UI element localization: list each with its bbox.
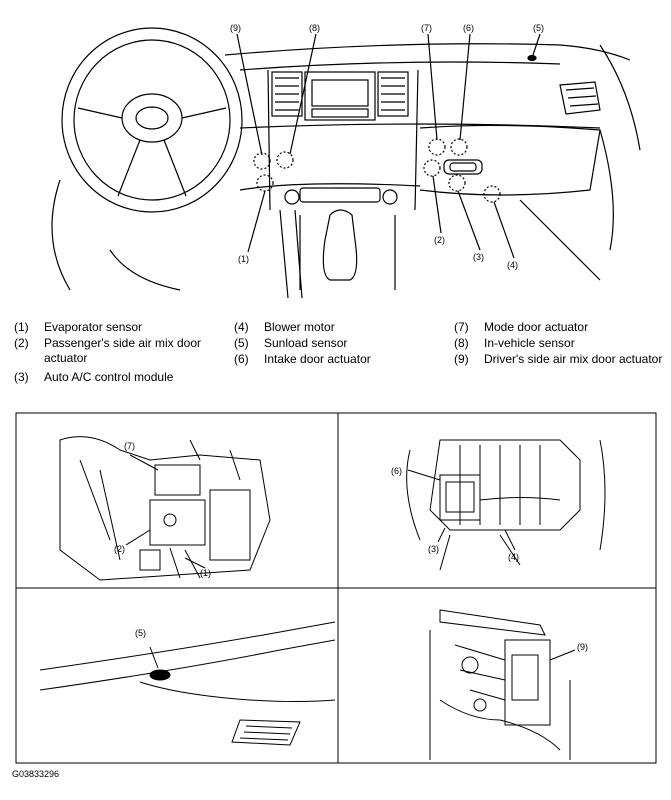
figure-id: G03833296 [12,769,60,779]
callout-9: (9) [230,23,241,33]
panel-tl-callout-7: (7) [124,441,135,451]
panel-br-callout-9: (9) [577,642,588,652]
callout-6: (6) [463,23,474,33]
dashboard-linework [51,27,641,299]
panel-top-right-drawing [406,439,606,571]
panel-grid-frame [15,412,657,764]
callout-4: (4) [507,260,518,270]
panel-tl-callout-1: (1) [200,568,211,578]
panel-bl-callout-5: (5) [135,628,146,638]
panel-top-left-callouts: (7) (2) (1) [114,441,211,578]
callout-1: (1) [238,254,249,264]
callout-5: (5) [533,23,544,33]
callout-7: (7) [421,23,432,33]
dashboard-overview-illustration: (9) (8) (7) (6) (5) (1) (2) (3) (4) [51,23,641,299]
panel-bottom-right-callouts: (9) [577,642,588,652]
panel-top-left-drawing [59,436,271,581]
panel-tr-callout-3: (3) [428,544,439,554]
panel-tr-callout-4: (4) [508,552,519,562]
panel-bottom-left-callouts: (5) [135,628,146,638]
callout-8: (8) [309,23,320,33]
panel-tr-callout-6: (6) [391,466,402,476]
panel-tl-callout-2: (2) [114,544,125,554]
callout-3: (3) [473,252,484,262]
overview-callouts: (9) (8) (7) (6) (5) (1) (2) (3) (4) [230,23,544,270]
panel-bottom-left-drawing [39,621,336,746]
detail-panels: (7) (2) (1) (6) (3) (4) (5) [15,412,657,764]
panel-bottom-right-drawing [429,609,576,760]
panel-top-right-callouts: (6) (3) (4) [391,466,519,562]
callout-2: (2) [434,235,445,245]
